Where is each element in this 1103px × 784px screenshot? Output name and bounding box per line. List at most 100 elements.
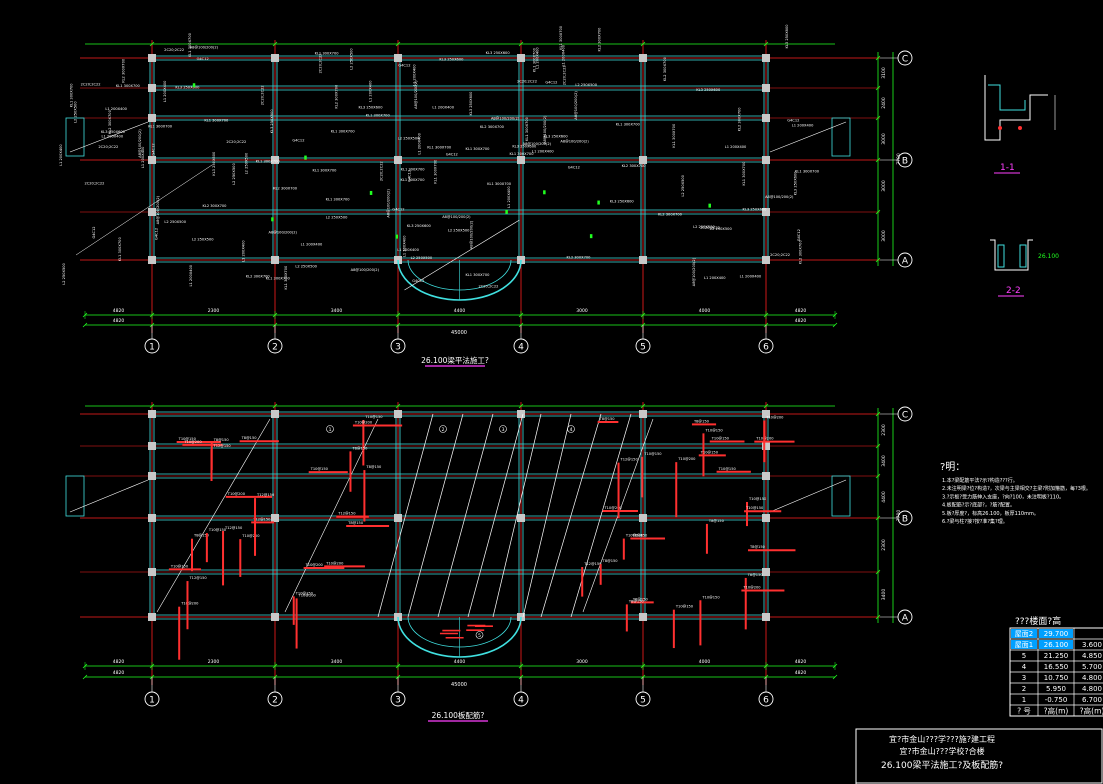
rebar-annotation: T8@150 [213, 438, 230, 442]
beam-annotation: 2C20;2C22 [84, 181, 104, 185]
rebar-annotation: T10@150 [748, 497, 767, 501]
dimension-label: 7700 [896, 153, 902, 165]
notes-heading: ?明： [940, 461, 965, 473]
table-elev: 21.250 [1044, 652, 1069, 660]
column [394, 54, 402, 62]
beam-annotation: A8@100/200(2) [692, 257, 696, 286]
column [639, 256, 647, 264]
title-block-line1: 宜?市金山???学???施?建工程 [889, 734, 995, 744]
beam-annotation: L2 250X500 [681, 174, 685, 196]
dimension-label: 4820 [113, 308, 125, 314]
rebar-annotation: T8@150 [749, 545, 766, 549]
beam-annotation: KL3 250X600 [439, 58, 464, 62]
column [762, 613, 770, 621]
table-height: 4.800 [1082, 685, 1102, 693]
dimension-tick [875, 473, 881, 479]
column [394, 156, 402, 164]
slab-mark [439, 425, 447, 433]
section-2-beam [997, 244, 1005, 268]
beam-annotation: KL1 300X700 [487, 182, 512, 186]
axis-label: 2 [272, 343, 278, 353]
column [148, 472, 156, 480]
beam-annotation: L1 200X400 [725, 145, 747, 149]
beam-annotation: KL2 300X700 [663, 56, 667, 81]
column [148, 114, 156, 122]
rebar-annotation: T10@200 [677, 457, 696, 461]
beam-annotation: KL2 300X700 [480, 125, 505, 129]
beam-annotation: KL3 250X600 [742, 208, 767, 212]
column [148, 514, 156, 522]
axis-bubble [897, 406, 913, 422]
column [517, 514, 525, 522]
beam-annotation: KL3 250X600 [212, 151, 216, 176]
beam-annotation: KL2 300X700 [622, 164, 647, 168]
slab-mark [499, 425, 507, 433]
slab-diagonal [522, 413, 572, 618]
dimension-label: 4820 [113, 318, 125, 324]
column [271, 156, 279, 164]
right-wing [831, 117, 851, 157]
beam-annotation: KL2 300X700 [566, 255, 591, 259]
beam-annotation: L2 250X500 [411, 256, 433, 260]
section-1-label: 1-1 [1000, 163, 1015, 173]
axis-bubble [513, 691, 529, 707]
dimension-tick [395, 41, 401, 47]
beam-annotation: G4C12 [545, 80, 557, 84]
rebar-annotation: T10@150 [701, 595, 720, 599]
beam-annotation: KL3 250X600 [407, 224, 432, 228]
beam-annotation: KL3 250X600 [610, 200, 635, 204]
beam-annotation: L2 250X500 [693, 225, 715, 229]
dimension-tick [875, 157, 881, 163]
rebar-annotation: T10@200 [305, 563, 324, 567]
dimension-label: 4820 [113, 659, 125, 665]
table-header: ? 号 [1017, 707, 1031, 716]
column [762, 208, 770, 216]
beam-annotation: G4C12 [787, 118, 799, 122]
rebar-annotation: T8@150 [628, 599, 645, 603]
beam-annotation: KL1 300X700 [525, 116, 529, 141]
beam-annotation: A8@100/200(2) [574, 91, 578, 120]
beam-annotation: G4C12 [197, 57, 209, 61]
table-elev: 10.750 [1044, 674, 1069, 682]
column [639, 410, 647, 418]
axis-label: 3 [395, 343, 401, 353]
marker [192, 83, 196, 88]
beam-annotation: L2 250X500 [398, 136, 420, 140]
axis-label: 6 [763, 343, 769, 353]
beam-annotation: KL2 300X700 [334, 84, 338, 109]
beam-annotation: 2C20;2C22 [517, 80, 537, 84]
slab-mark-label: 3 [502, 427, 505, 433]
beam-annotation: KL1 300X700 [510, 152, 535, 156]
slab-mark-label: 5 [478, 633, 481, 639]
dimension-tick [875, 85, 881, 91]
dimension-label: 4820 [113, 670, 125, 676]
axis-bubble [758, 691, 774, 707]
column [639, 514, 647, 522]
beam-annotation: KL2 300X700 [658, 213, 683, 217]
beam-annotation: 2C20;2C22 [226, 140, 246, 144]
marker [395, 234, 399, 239]
axis-bubble [897, 252, 913, 268]
dimension-label: 3100 [881, 67, 887, 79]
beam-annotation: KL3 250X600 [785, 24, 789, 49]
beam-annotation: KL1 300X700 [256, 160, 281, 164]
beam-annotation: 2C20;2C22 [562, 65, 566, 85]
section-2-beam [1019, 244, 1027, 268]
dimension-label: 4000 [699, 659, 711, 665]
slab-diagonal [492, 413, 542, 618]
section-2-elev: 26.100 [1038, 253, 1059, 260]
dimension-tick [875, 55, 881, 61]
axis-bubble [635, 691, 651, 707]
section-2-outline [990, 239, 1033, 271]
wing-diagonal [769, 121, 847, 153]
dimension-label: 3000 [881, 230, 887, 242]
beam-annotation: L2 250X500 [74, 101, 78, 123]
dimension-label: 3400 [881, 455, 887, 467]
table-cell-bg [1011, 629, 1037, 638]
rebar-annotation: T10@150 [643, 452, 662, 456]
beam-annotation: KL3 250X600 [794, 171, 798, 196]
axis-bubble [897, 510, 913, 526]
dimension-tick [82, 674, 88, 680]
